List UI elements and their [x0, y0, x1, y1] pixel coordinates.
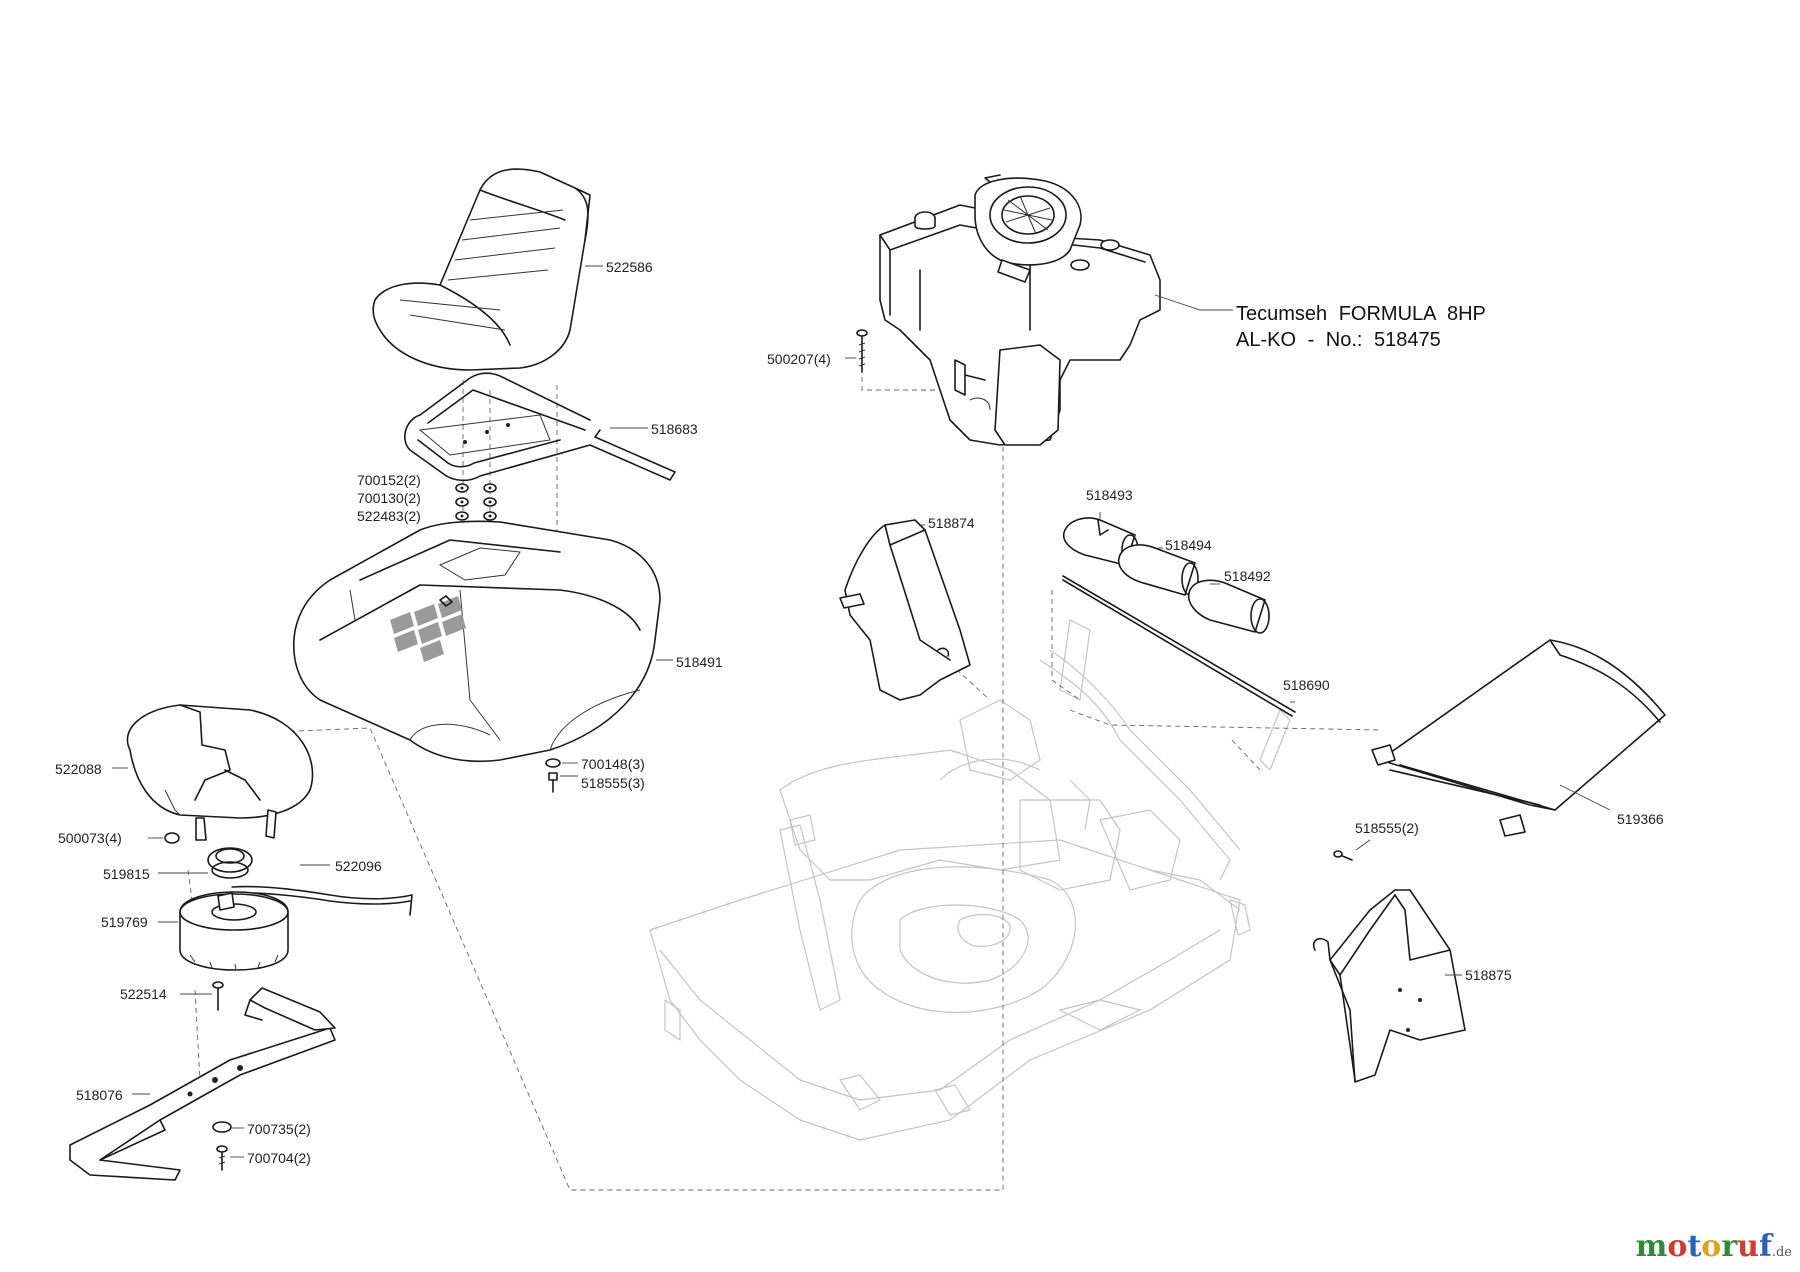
blade-518076: [69, 987, 336, 1181]
label-700148: 700148(3): [581, 756, 645, 772]
label-518494: 518494: [1165, 537, 1212, 553]
roller-518494: [1118, 544, 1199, 596]
label-518076: 518076: [76, 1087, 123, 1103]
label-522586: 522586: [606, 259, 653, 275]
bolt-522514: [180, 981, 224, 1011]
label-522483: 522483(2): [357, 508, 421, 524]
watermark-letter: o: [1667, 1229, 1688, 1264]
label-500073: 500073(4): [58, 830, 122, 846]
label-518492: 518492: [1224, 568, 1271, 584]
motoruf-watermark: motoruf.de: [1636, 1229, 1792, 1264]
label-518491: 518491: [676, 654, 723, 670]
washer-bolt-700735-700704: [212, 1121, 244, 1171]
label-522088: 522088: [55, 761, 102, 777]
label-700152: 700152(2): [357, 472, 421, 488]
engine-518475: [879, 174, 1233, 446]
nut-500073: [148, 832, 180, 844]
grille-logo: [390, 596, 466, 662]
pulley-519815: [158, 847, 253, 879]
washer-bolt-700148-518555: [545, 758, 578, 793]
label-518493: 518493: [1086, 487, 1133, 503]
label-518555-cover: 518555(3): [581, 775, 645, 791]
roller-518492: [1188, 579, 1270, 634]
bolt-518555-side: [1333, 839, 1371, 861]
label-518555-side: 518555(2): [1355, 820, 1419, 836]
deflector-flap-519366: [1371, 639, 1666, 837]
label-518874: 518874: [928, 515, 975, 531]
label-522096: 522096: [335, 858, 382, 874]
label-700130: 700130(2): [357, 490, 421, 506]
seat-522586: [372, 168, 603, 371]
washers-700152-700130-522483: [455, 483, 497, 521]
watermark-letter: u: [1737, 1229, 1759, 1264]
label-700735: 700735(2): [247, 1121, 311, 1137]
bolt-500207: [845, 329, 868, 373]
watermark-letter: f: [1758, 1229, 1772, 1264]
clutch-519769: [158, 891, 289, 971]
label-518690: 518690: [1283, 677, 1330, 693]
label-700704: 700704(2): [247, 1150, 311, 1166]
engine-number: AL-KO - No.: 518475: [1236, 329, 1441, 351]
label-500207: 500207(4): [767, 351, 831, 367]
rod-518690: [1062, 575, 1296, 717]
label-519366: 519366: [1617, 811, 1664, 827]
side-guard-518875: [1312, 889, 1466, 1083]
watermark-suffix: .de: [1771, 1245, 1792, 1260]
watermark-letter: o: [1701, 1229, 1722, 1264]
seat-bracket-518683: [404, 372, 676, 482]
watermark-letter: m: [1635, 1229, 1668, 1264]
blade-holder-522088: [112, 704, 314, 841]
label-519769: 519769: [101, 914, 148, 930]
side-panel-518874: [839, 519, 971, 701]
body-cover-518491: [293, 520, 673, 763]
engine-name: Tecumseh FORMULA 8HP: [1236, 303, 1486, 325]
label-518683: 518683: [651, 421, 698, 437]
label-522514: 522514: [120, 986, 167, 1002]
chassis-outline: [649, 619, 1291, 1141]
label-518875: 518875: [1465, 967, 1512, 983]
label-519815: 519815: [103, 866, 150, 882]
watermark-letter: t: [1687, 1229, 1702, 1264]
watermark-letter: r: [1721, 1229, 1738, 1264]
